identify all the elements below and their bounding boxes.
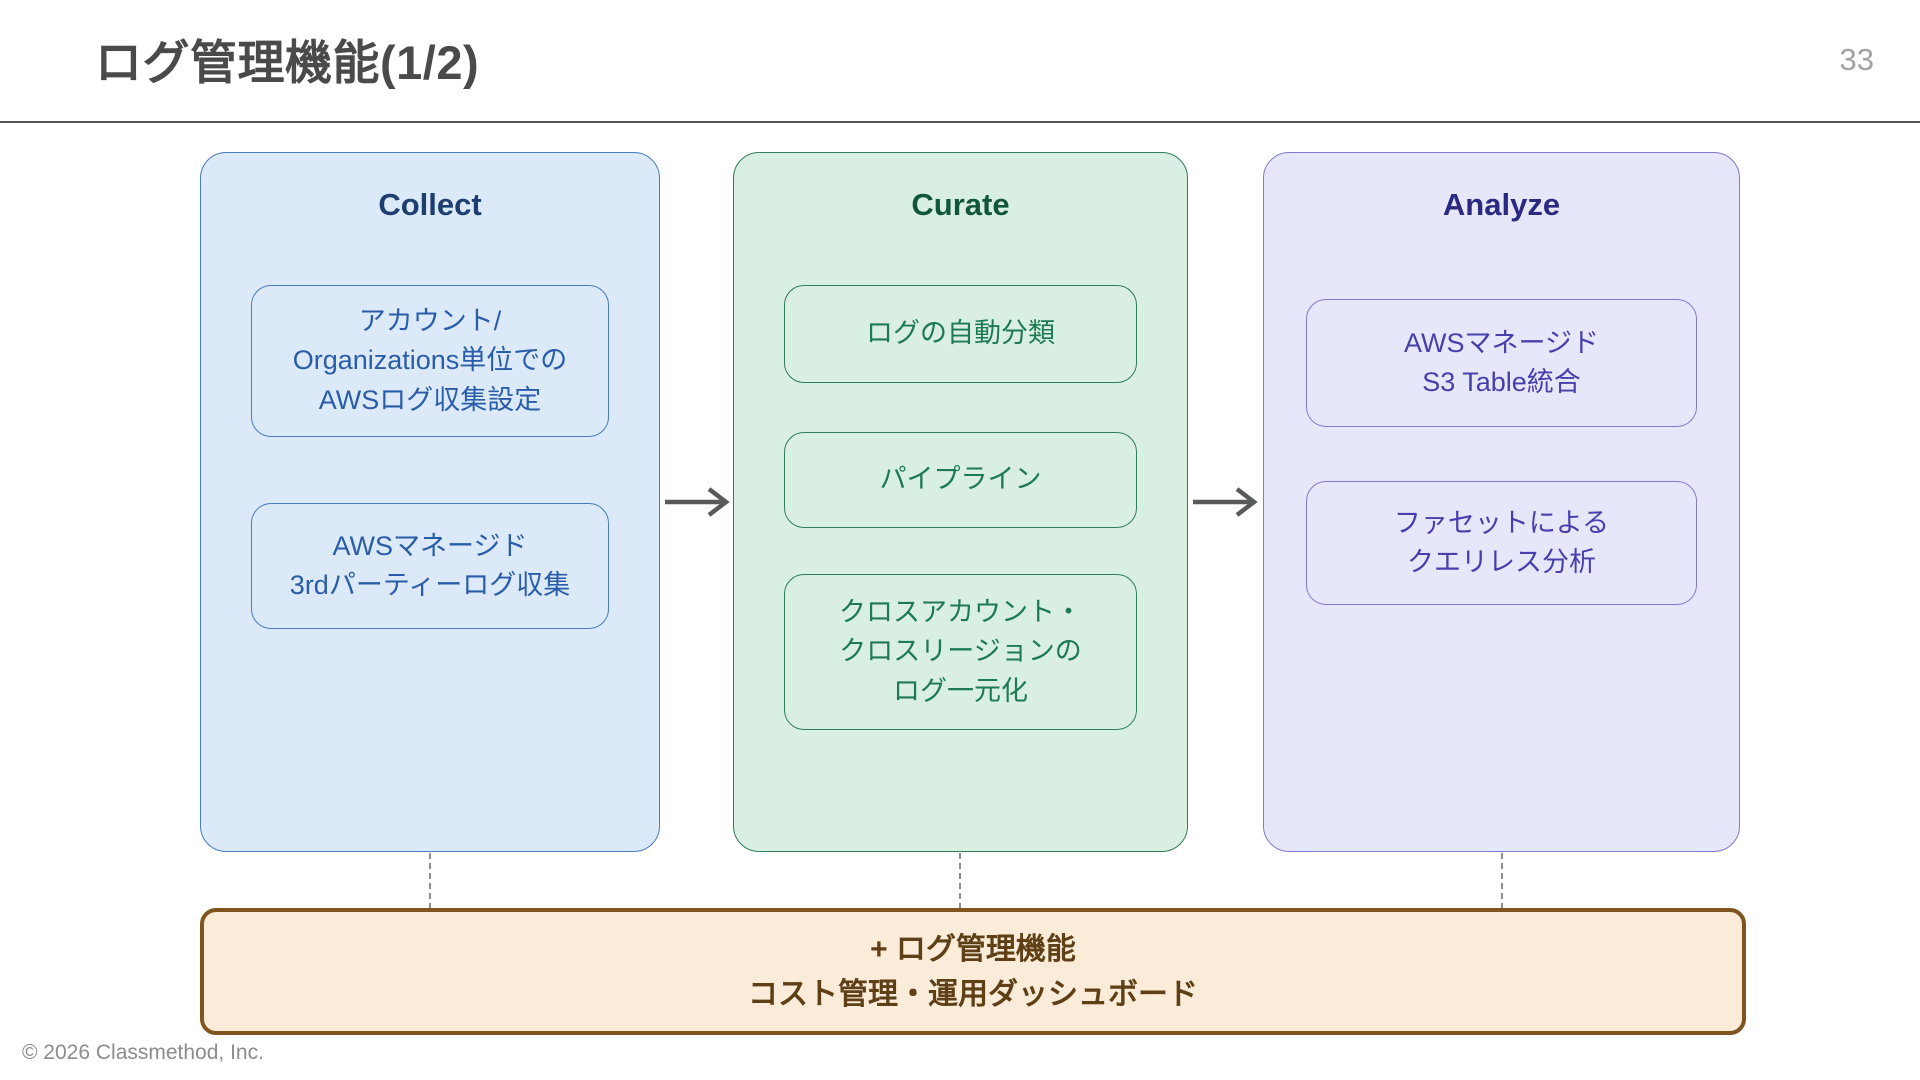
column-collect-header: Collect [378,187,482,222]
copyright-footer: © 2026 Classmethod, Inc. [22,1041,264,1064]
column-collect: Collect アカウント/ Organizations単位での AWSログ収集… [200,152,660,852]
dashed-connector [959,853,961,909]
dashed-connector [1501,853,1503,909]
column-curate-header: Curate [911,187,1010,222]
analyze-item-facet-analysis: ファセットによる クエリレス分析 [1306,481,1697,605]
analyze-item-s3-table: AWSマネージド S3 Table統合 [1306,299,1697,427]
arrow-right-icon [665,487,730,517]
column-analyze: Analyze AWSマネージド S3 Table統合 ファセットによる クエリ… [1263,152,1740,852]
dashed-connector [429,853,431,909]
banner-line-2: コスト管理・運用ダッシュボード [748,977,1198,1011]
log-management-banner: + ログ管理機能 コスト管理・運用ダッシュボード [200,908,1746,1035]
curate-item-log-centralization: クロスアカウント・ クロスリージョンの ログ一元化 [784,574,1137,730]
banner-line-1: + ログ管理機能 [870,932,1076,966]
collect-item-3rd-party-log: AWSマネージド 3rdパーティーログ収集 [251,503,609,629]
collect-item-aws-log-settings: アカウント/ Organizations単位での AWSログ収集設定 [251,285,609,437]
curate-item-pipeline: パイプライン [784,432,1137,528]
page-number: 33 [1839,42,1874,77]
arrow-right-icon [1193,487,1258,517]
curate-item-auto-classification: ログの自動分類 [784,285,1137,383]
column-curate: Curate ログの自動分類 パイプライン クロスアカウント・ クロスリージョン… [733,152,1188,852]
column-analyze-header: Analyze [1442,187,1561,222]
page-title: ログ管理機能(1/2) [95,36,480,89]
title-divider [0,121,1920,123]
